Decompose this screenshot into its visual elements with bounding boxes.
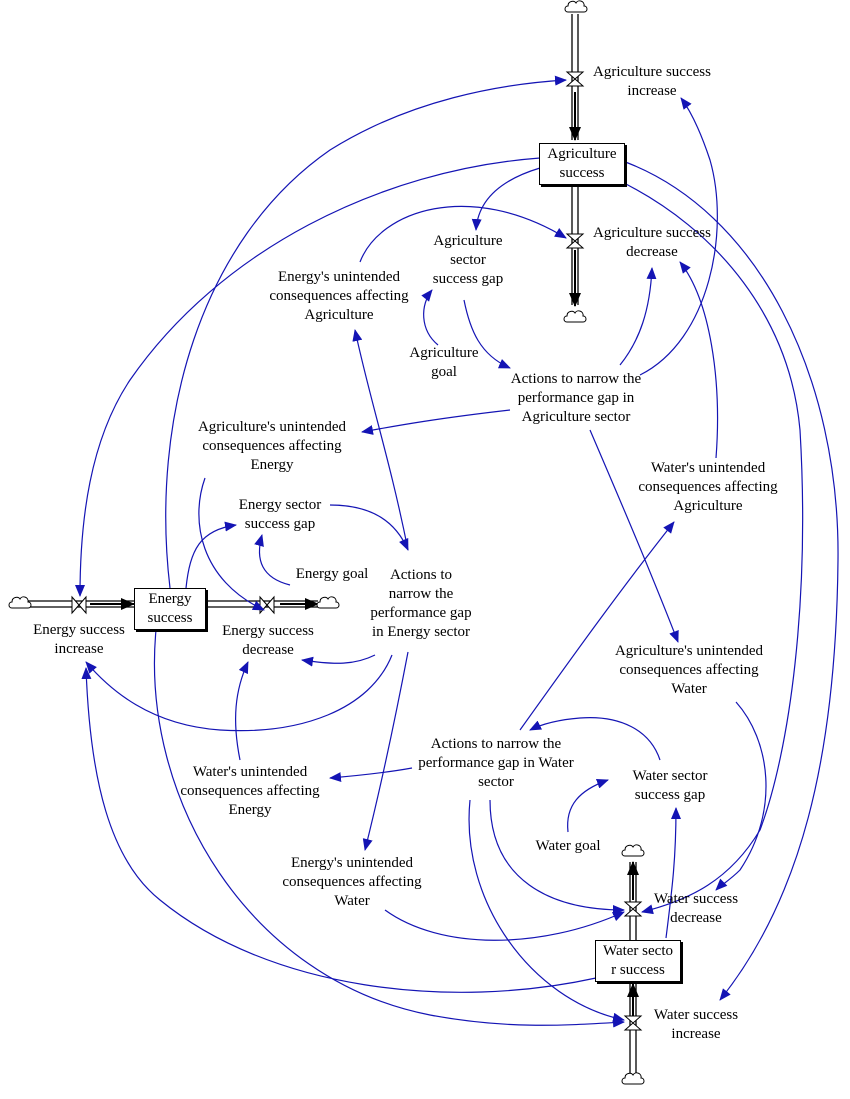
agri-inflow-valve-icon (565, 71, 585, 87)
water-goal-label: Water goal (535, 838, 601, 854)
energy-success-decrease-label: Energy success decrease (222, 623, 314, 658)
energy-uc-water-label: Energy's unintended consequences affecti… (282, 855, 422, 909)
agri-uc-energy-label: Agriculture's unintended consequences af… (197, 419, 347, 473)
energy-sector-success-gap-label: Energy sector success gap (238, 497, 322, 532)
agri-outflow-valve-icon (565, 233, 585, 249)
agri-sector-success-gap-label: Agriculture sector success gap (432, 233, 504, 287)
agriculture-success-stock[interactable]: Agriculture success (539, 143, 625, 185)
agri-success-decrease-label: Agriculture success decrease (593, 225, 711, 260)
water-inflow-valve-icon (623, 1015, 643, 1031)
water-success-increase-label: Water success increase (653, 1007, 739, 1042)
water-sector-success-stock[interactable]: Water secto r success (595, 940, 681, 982)
water-actions-label: Actions to narrow the performance gap in… (418, 736, 574, 790)
agri-uc-water-label: Agriculture's unintended consequences af… (614, 643, 764, 697)
energy-uc-agriculture-label: Energy's unintended consequences affecti… (269, 269, 409, 323)
water-sector-success-gap-label: Water sector success gap (632, 768, 708, 803)
agri-success-increase-label: Agriculture success increase (593, 64, 711, 99)
water-outflow-pipe (627, 861, 639, 940)
water-uc-energy-label: Water's unintended consequences affectin… (180, 764, 320, 818)
water-uc-agriculture-label: Water's unintended consequences affectin… (638, 460, 778, 514)
energy-inflow-pipe (26, 598, 135, 610)
energy-actions-label: Actions to narrow the performance gap in… (370, 567, 472, 640)
energy-inflow-valve-icon (71, 595, 87, 615)
agri-actions-label: Actions to narrow the performance gap in… (510, 371, 642, 425)
energy-success-stock[interactable]: Energy success (134, 588, 206, 630)
agri-goal-label: Agriculture goal (409, 345, 479, 380)
water-outflow-valve-icon (623, 901, 643, 917)
causal-links (75, 75, 839, 1028)
water-success-decrease-label: Water success decrease (653, 891, 739, 926)
energy-goal-label: Energy goal (295, 566, 369, 582)
energy-success-increase-label: Energy success increase (33, 622, 125, 657)
